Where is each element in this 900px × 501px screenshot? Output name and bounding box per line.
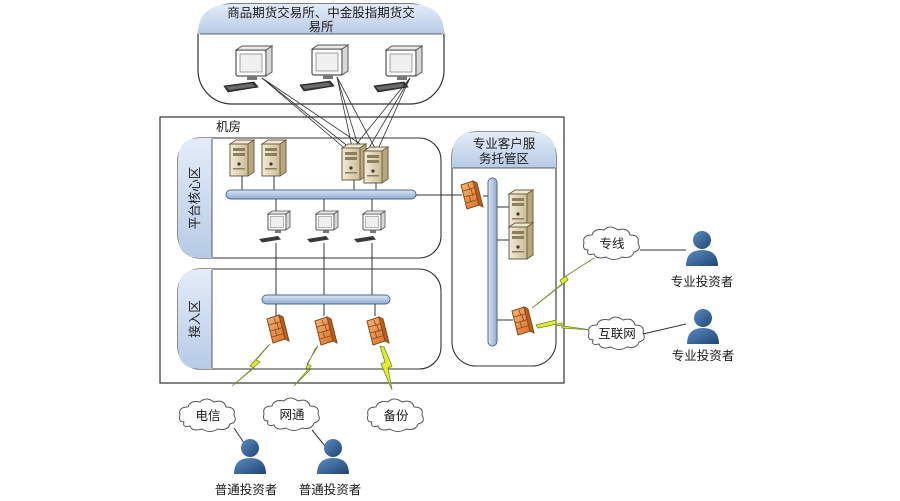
person-icon [686,231,718,266]
server-icon [508,222,534,260]
investor-label: 专业投资者 [671,274,734,289]
hosting-drops [483,195,513,321]
cloud-internet: 互联网 [588,316,645,350]
cloud-label-backup: 备份 [383,408,409,423]
investor-label: 专业投资者 [672,348,735,363]
investor-links [233,249,687,447]
core-to-access-links [275,243,373,296]
exchange-title-line1: 商品期货交易所、中金股指期货交 [227,5,415,20]
cloud-label-internet: 互联网 [598,326,636,341]
investor-pro-2: 专业投资者 [672,309,735,363]
hosting-zone: 专业客户服 务托管区 [451,131,557,367]
person-icon [687,309,719,344]
hosting-zone-label-line2: 务托管区 [479,151,529,166]
investor-pro-1: 专业投资者 [671,231,734,289]
server-icon [229,139,255,177]
person-icon [317,439,349,474]
cloud-backup: 备份 [367,398,424,432]
access-zone: 接入区 [177,268,442,370]
person-icon [234,439,266,474]
exchange-zone: 商品期货交易所、中金股指期货交 易所 [197,3,445,105]
cloud-dedicated: 专线 [583,226,640,260]
investor-label: 普通投资者 [299,482,362,497]
core-server-drops [241,176,377,190]
access-drops [275,304,376,316]
cloud-netcom: 网通 [263,397,320,431]
investor-label: 普通投资者 [215,482,278,497]
lightning-links [231,257,595,391]
access-bus [261,294,391,305]
cloud-label-telecom: 电信 [195,408,220,423]
exchange-links [261,76,411,159]
exchange-title-line2: 易所 [308,19,333,34]
core-bus [225,189,417,200]
hosting-zone-label-line1: 专业客户服 [473,136,536,151]
hosting-bus [487,177,498,347]
investor-retail-2: 普通投资者 [299,439,362,497]
cloud-label-dedicated: 专线 [599,236,625,251]
server-icon [508,189,534,227]
access-zone-label: 接入区 [187,300,202,338]
server-icon [341,143,367,181]
cloud-label-netcom: 网通 [279,407,305,422]
machine-room-title: 机房 [216,119,241,134]
core-zone-label: 平台核心区 [187,167,202,230]
server-icon [261,139,287,177]
server-icon [363,146,389,184]
investor-retail-1: 普通投资者 [215,439,278,497]
cloud-telecom: 电信 [179,398,236,432]
